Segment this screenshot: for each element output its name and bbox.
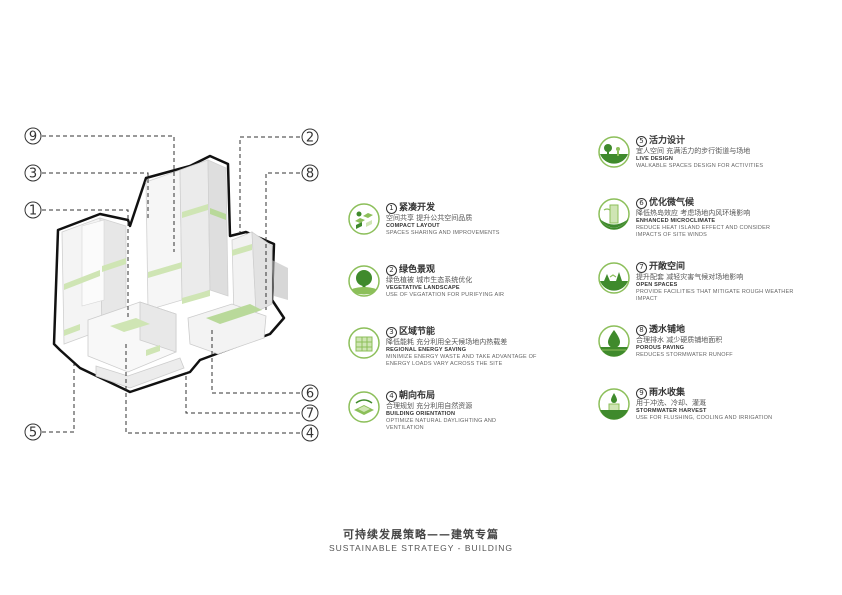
legend-number: 5 — [636, 136, 647, 147]
open-spaces-icon — [598, 262, 630, 294]
legend-title-en: POROUS PAVING — [636, 345, 685, 351]
callout-5: 5 — [24, 423, 42, 441]
legend-number: 6 — [636, 198, 647, 209]
legend-title-en: REGIONAL ENERGY SAVING — [386, 347, 467, 353]
svg-text:7: 7 — [306, 407, 314, 422]
page-title-en: SUSTAINABLE STRATEGY - BUILDING — [328, 543, 514, 553]
legend-title-en: ENHANCED MICROCLIMATE — [636, 218, 716, 224]
legend-title-cn: 区域节能 — [399, 327, 436, 337]
legend-desc-cn: 用于冲洗、冷却、灌溉 — [636, 399, 706, 407]
svg-text:2: 2 — [306, 131, 314, 146]
legend-desc-en: USE OF VEGATATION FOR PURIFYING AIR — [386, 292, 505, 298]
legend-desc-en: SPACES SHARING AND IMPROVEMENTS — [386, 230, 500, 236]
stormwater-icon — [598, 388, 630, 420]
leader-lines — [42, 135, 300, 434]
legend-title-en: COMPACT LAYOUT — [386, 223, 440, 229]
legend-desc-cn: 合理规划 充分利用自然资源 — [386, 402, 473, 410]
compact-layout-icon — [348, 203, 380, 235]
legend-title-en: STORMWATER HARVEST — [636, 408, 707, 414]
legend-title-cn: 朝向布局 — [399, 391, 436, 401]
legend-desc-cn: 降低热岛效应 考虑场地内风环境影响 — [636, 209, 751, 217]
legend-number: 7 — [636, 262, 647, 273]
svg-text:4: 4 — [306, 427, 314, 442]
svg-text:1: 1 — [29, 204, 37, 219]
legend-number: 3 — [386, 327, 397, 338]
legend-desc-cn: 宜人空间 充满活力的步行街道与场地 — [636, 147, 751, 155]
callout-7: 7 — [301, 404, 319, 422]
legend-desc-cn: 降低能耗 充分利用全天候场地内热载差 — [386, 338, 508, 346]
svg-text:3: 3 — [29, 167, 37, 182]
building-orientation-icon — [348, 391, 380, 423]
legend-desc-en: WALKABLE SPACES DESIGN FOR ACTIVITIES — [636, 163, 764, 169]
svg-text:6: 6 — [306, 387, 314, 402]
legend-number: 4 — [386, 391, 397, 402]
legend-title-en: OPEN SPACES — [636, 282, 678, 288]
legend-desc-cn: 绿色植被 城市生态系统优化 — [386, 276, 473, 284]
legend-desc-cn: 空间共享 提升公共空间品质 — [386, 214, 473, 222]
page-title-cn: 可持续发展策略——建筑专篇 — [343, 528, 499, 541]
building-massing — [52, 154, 288, 394]
svg-text:8: 8 — [306, 167, 314, 182]
callout-4: 4 — [301, 424, 319, 442]
legend-desc-en: MINIMIZE ENERGY WASTE AND TAKE ADVANTAGE… — [386, 354, 537, 367]
callout-6: 6 — [301, 384, 319, 402]
energy-saving-icon — [348, 327, 380, 359]
callout-1: 1 — [24, 201, 42, 219]
tree-icon — [348, 265, 380, 297]
legend-desc-cn: 合理排水 减少硬质铺地面积 — [636, 336, 723, 344]
legend-desc-en: PROVIDE FACILITIES THAT MITIGATE ROUGH W… — [636, 289, 794, 302]
legend-title-cn: 紧凑开发 — [399, 203, 436, 213]
callout-8: 8 — [301, 164, 319, 182]
porous-paving-icon — [598, 325, 630, 357]
legend-title-cn: 优化微气候 — [649, 198, 695, 208]
legend-title-cn: 开敞空间 — [649, 262, 686, 272]
legend-title-en: LIVE DESIGN — [636, 156, 674, 162]
callout-markers: 9 3 1 5 2 8 6 7 4 — [24, 127, 319, 442]
svg-text:9: 9 — [29, 130, 37, 145]
legend-desc-en: OPTIMIZE NATURAL DAYLIGHTING AND VENTILA… — [386, 418, 497, 431]
legend-number: 8 — [636, 325, 647, 336]
legend-title-cn: 绿色景观 — [399, 265, 436, 275]
legend-number: 2 — [386, 265, 397, 276]
callout-9: 9 — [24, 127, 42, 145]
legend-title-en: BUILDING ORIENTATION — [386, 411, 456, 417]
legend-desc-en: USE FOR FLUSHING, COOLING AND IRRIGATION — [636, 415, 773, 421]
legend-desc-cn: 提升配套 减轻灾害气候对场地影响 — [636, 273, 744, 281]
legend-desc-en: REDUCE HEAT ISLAND EFFECT AND CONSIDER I… — [636, 225, 771, 238]
legend-number: 9 — [636, 388, 647, 399]
legend-title-cn: 透水铺地 — [649, 325, 686, 335]
svg-text:5: 5 — [29, 426, 37, 441]
legend-number: 1 — [386, 203, 397, 214]
legend-title-cn: 活力设计 — [649, 136, 686, 146]
callout-2: 2 — [301, 128, 319, 146]
legend-title-cn: 雨水收集 — [649, 388, 686, 398]
callout-3: 3 — [24, 164, 42, 182]
live-design-icon — [598, 136, 630, 168]
legend-desc-en: REDUCES STORMWATER RUNOFF — [636, 352, 733, 358]
microclimate-icon — [598, 198, 630, 230]
legend-title-en: VEGETATIVE LANDSCAPE — [386, 285, 460, 291]
